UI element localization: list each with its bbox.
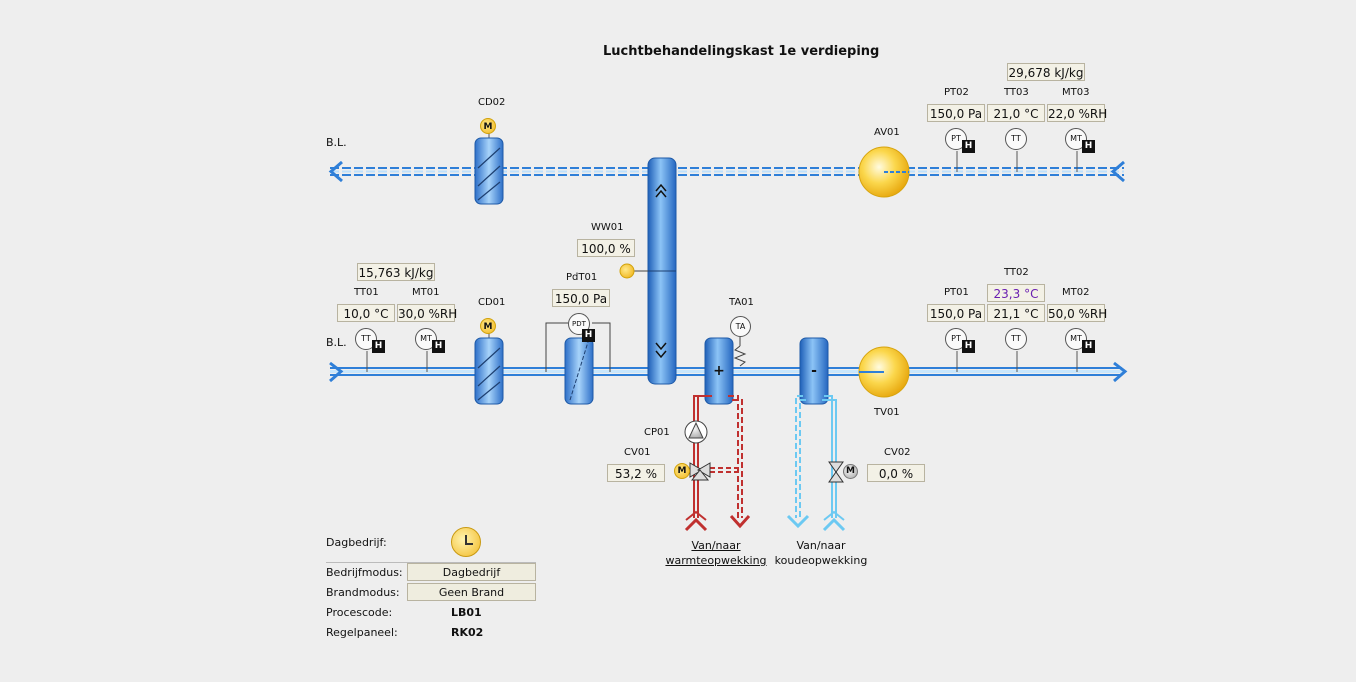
pt02-tag: PT02 (944, 87, 969, 98)
ww01-actuator[interactable] (619, 263, 635, 279)
heating-link-line1[interactable]: Van/naar (691, 539, 741, 552)
mt03-value: 22,0 %RH (1047, 104, 1107, 122)
cooling-coil[interactable] (799, 337, 829, 405)
damper-cd01[interactable] (474, 333, 504, 405)
pdt01-hand-icon[interactable]: H (582, 329, 595, 342)
pt01-sensor-icon[interactable]: PT (945, 328, 967, 350)
supply-fan-tv01[interactable] (858, 346, 910, 398)
mt01-sensor-icon[interactable]: MT (415, 328, 437, 350)
clock-icon[interactable] (451, 527, 481, 557)
tt02-tag: TT02 (1004, 267, 1029, 278)
fire-label: Brandmodus: (326, 586, 400, 599)
cd02-tag: CD02 (478, 97, 506, 108)
pdt01-value: 150,0 Pa (552, 289, 610, 307)
pt02-value: 150,0 Pa (927, 104, 985, 122)
mt03-sensor-icon[interactable]: MT (1065, 128, 1087, 150)
heating-piping (684, 395, 751, 532)
heating-link-line2[interactable]: warmteopwekking (665, 554, 767, 567)
frost-sensor-ta01 (733, 337, 747, 367)
cv02-value: 0,0 % (867, 464, 925, 482)
mt01-value: 30,0 %RH (397, 304, 457, 322)
ta01-sensor-icon[interactable]: TA (730, 316, 751, 337)
pump-cp01[interactable] (684, 420, 708, 444)
tt03-tag: TT03 (1004, 87, 1029, 98)
supply-enthalpy: 15,763 kJ/kg (357, 263, 435, 281)
ww01-tag: WW01 (591, 222, 624, 233)
tt01-value: 10,0 °C (337, 304, 395, 322)
mt02-hand-icon[interactable]: H (1082, 340, 1095, 353)
heater-symbol: + (713, 363, 725, 379)
heating-coil[interactable] (704, 337, 734, 405)
av01-tag: AV01 (874, 127, 900, 138)
cooling-link-line1[interactable]: Van/naar (796, 539, 846, 552)
process-label: Procescode: (326, 606, 393, 619)
cv02-motor-icon[interactable]: M (843, 464, 858, 479)
tt02-value: 21,1 °C (987, 304, 1045, 322)
filter-pdt01[interactable] (545, 322, 611, 405)
mt02-sensor-icon[interactable]: MT (1065, 328, 1087, 350)
tt01-tag: TT01 (354, 287, 379, 298)
cooling-link[interactable]: Van/naar koudeopwekking (768, 538, 874, 568)
status-divider (326, 562, 536, 563)
pt02-hand-icon[interactable]: H (962, 140, 975, 153)
mt01-hand-icon[interactable]: H (432, 340, 445, 353)
pt02-sensor-icon[interactable]: PT (945, 128, 967, 150)
cv01-tag: CV01 (624, 447, 651, 458)
cooling-link-line2[interactable]: koudeopwekking (774, 554, 868, 567)
tv01-tag: TV01 (874, 407, 900, 418)
tt01-hand-icon[interactable]: H (372, 340, 385, 353)
pt01-tag: PT01 (944, 287, 969, 298)
tt01-sensor-icon[interactable]: TT (355, 328, 377, 350)
tt02-setpoint[interactable]: 23,3 °C (987, 284, 1045, 302)
tt02-sensor-icon[interactable]: TT (1005, 328, 1027, 350)
fire-value: Geen Brand (407, 583, 536, 601)
exhaust-duct (328, 160, 1125, 183)
cd02-motor-icon[interactable]: M (480, 118, 496, 134)
damper-cd02[interactable] (474, 133, 504, 205)
cv01-motor-icon[interactable]: M (674, 463, 690, 479)
panel-value: RK02 (451, 626, 484, 639)
mt02-value: 50,0 %RH (1047, 304, 1107, 322)
cd01-tag: CD01 (478, 297, 506, 308)
exhaust-enthalpy: 29,678 kJ/kg (1007, 63, 1085, 81)
supply-sensor-stems (366, 351, 1078, 372)
heating-link[interactable]: Van/naar warmteopwekking (660, 538, 772, 568)
cooler-symbol: - (811, 363, 817, 379)
cv01-value: 53,2 % (607, 464, 665, 482)
pt01-hand-icon[interactable]: H (962, 340, 975, 353)
cp01-tag: CP01 (644, 427, 670, 438)
ww01-value: 100,0 % (577, 239, 635, 257)
mode-value: Dagbedrijf (407, 563, 536, 581)
mt03-hand-icon[interactable]: H (1082, 140, 1095, 153)
mt03-tag: MT03 (1062, 87, 1090, 98)
page-title: Luchtbehandelingskast 1e verdieping (603, 44, 880, 59)
panel-label: Regelpaneel: (326, 626, 398, 639)
process-value: LB01 (451, 606, 482, 619)
mt02-tag: MT02 (1062, 287, 1090, 298)
day-mode-label: Dagbedrijf: (326, 536, 387, 549)
exhaust-label: B.L. (326, 136, 347, 149)
cd01-motor-icon[interactable]: M (480, 318, 496, 334)
tt03-sensor-icon[interactable]: TT (1005, 128, 1027, 150)
mode-label: Bedrijfmodus: (326, 566, 403, 579)
heat-recovery-ww01[interactable] (620, 157, 677, 385)
pdt01-tag: PdT01 (566, 272, 598, 283)
mt01-tag: MT01 (412, 287, 440, 298)
exhaust-sensor-stems (956, 151, 1078, 172)
cv02-tag: CV02 (884, 447, 911, 458)
exhaust-fan-av01[interactable] (858, 146, 910, 198)
supply-label: B.L. (326, 336, 347, 349)
ta01-tag: TA01 (729, 297, 754, 308)
tt03-value: 21,0 °C (987, 104, 1045, 122)
pt01-value: 150,0 Pa (927, 304, 985, 322)
